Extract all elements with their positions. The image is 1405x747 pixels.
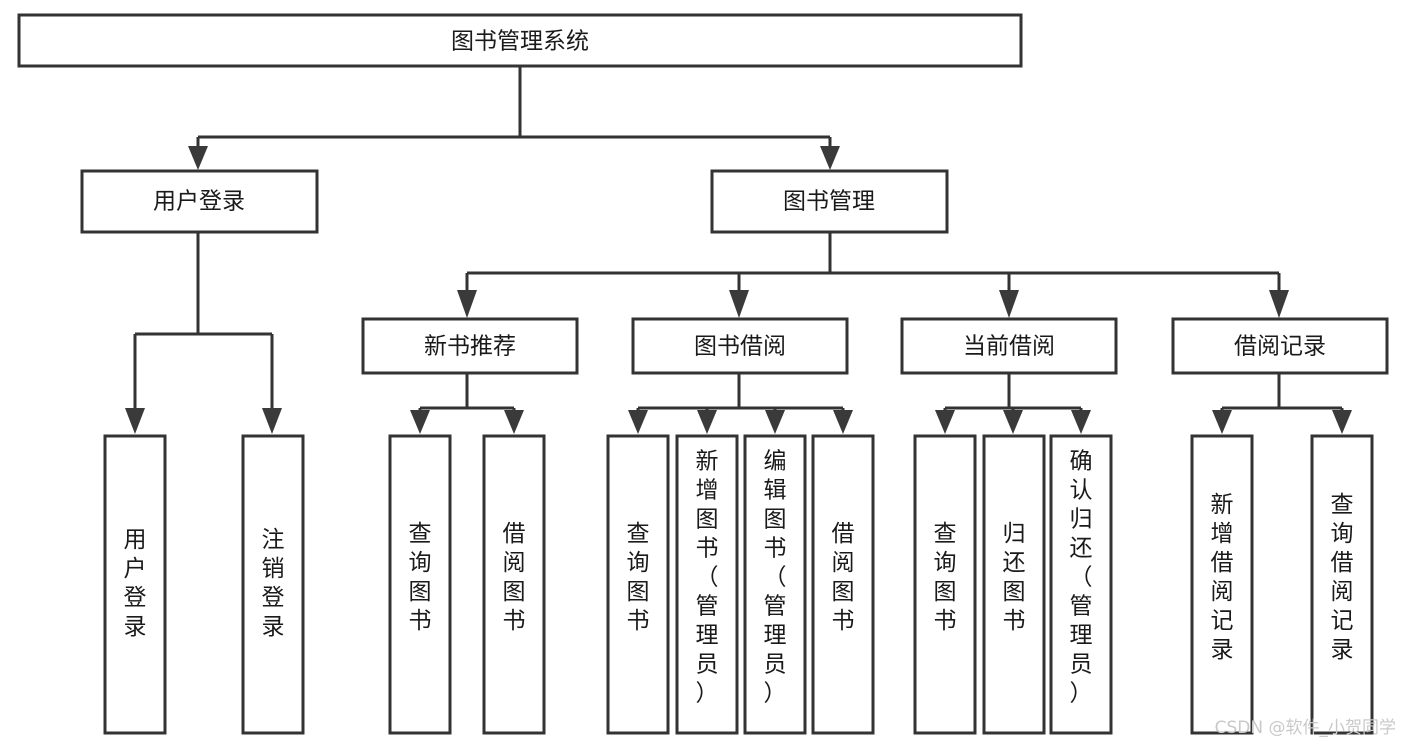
- arrow-head-leaf-user-login: [125, 408, 145, 434]
- leaf-node-borrow-book-2-label: 借阅图书: [832, 521, 855, 634]
- arrow-head-borrow-leaf-4: [833, 410, 853, 434]
- arrow-head-book-borrow: [729, 290, 749, 318]
- node-new-book-recommend-box[interactable]: [361, 317, 579, 375]
- leaf-node-edit-book-admin-box[interactable]: [743, 434, 807, 735]
- leaf-node-user-login[interactable]: 用户登录: [103, 434, 167, 735]
- node-book-borrowing[interactable]: 图书借阅: [631, 317, 849, 375]
- node-book-borrowing-label: 图书借阅: [694, 334, 786, 360]
- node-root-system-box[interactable]: [17, 13, 1023, 68]
- leaf-node-query-borrow-record-box[interactable]: [1310, 434, 1374, 735]
- node-new-book-recommend-label: 新书推荐: [424, 334, 516, 360]
- leaf-node-edit-book-admin[interactable]: 编辑图书（管理员）: [743, 434, 807, 735]
- leaf-node-logout[interactable]: 注销登录: [241, 434, 305, 735]
- leaf-node-add-borrow-record-box[interactable]: [1190, 434, 1254, 735]
- arrow-head-borrow-leaf-1: [628, 410, 648, 434]
- arrow-head-current-borrow: [999, 290, 1019, 318]
- leaf-node-query-book-1-label: 查询图书: [409, 521, 432, 634]
- arrow-head-record-leaf-1: [1212, 410, 1232, 434]
- node-user-login-label: 用户登录: [153, 189, 245, 215]
- leaf-node-query-book-1-box[interactable]: [388, 434, 452, 735]
- leaf-node-confirm-return-admin[interactable]: 确认归还（管理员）: [1049, 434, 1113, 735]
- node-book-management[interactable]: 图书管理: [710, 169, 949, 234]
- node-current-borrowing-box[interactable]: [900, 317, 1118, 375]
- leaf-node-confirm-return-admin-label: 确认归还（管理员）: [1070, 449, 1093, 707]
- leaf-node-logout-box[interactable]: [241, 434, 305, 735]
- arrow-head-newbook-leaf-2: [504, 410, 524, 434]
- node-user-login-box[interactable]: [80, 169, 319, 234]
- leaf-node-query-book-2-label: 查询图书: [627, 521, 650, 634]
- arrow-head-record-leaf-2: [1332, 410, 1352, 434]
- leaf-node-query-book-2-box[interactable]: [606, 434, 670, 735]
- arrow-head-new-book-rec: [457, 290, 477, 318]
- leaf-node-list: 用户登录 注销登录 查询图书 借阅图书 查询图书 新增图书（管理员）: [103, 434, 1374, 735]
- leaf-node-query-borrow-record[interactable]: 查询借阅记录: [1310, 434, 1374, 735]
- csdn-watermark: CSDN @软件_小贺同学: [1215, 718, 1396, 738]
- leaf-node-query-book-3-box[interactable]: [913, 434, 977, 735]
- node-borrow-records-label: 借阅记录: [1234, 334, 1326, 360]
- leaf-node-return-book-label: 归还图书: [1003, 521, 1026, 634]
- arrow-head-borrow-leaf-2: [697, 410, 717, 434]
- leaf-node-borrow-book-2-box[interactable]: [811, 434, 875, 735]
- node-borrow-records[interactable]: 借阅记录: [1171, 317, 1389, 375]
- leaf-node-borrow-book-1-label: 借阅图书: [503, 521, 526, 634]
- leaf-node-query-borrow-record-label: 查询借阅记录: [1331, 492, 1354, 663]
- node-new-book-recommend[interactable]: 新书推荐: [361, 317, 579, 375]
- arrow-head-current-leaf-3: [1071, 410, 1091, 434]
- leaf-node-edit-book-admin-label: 编辑图书（管理员）: [764, 449, 787, 707]
- leaf-node-query-book-3[interactable]: 查询图书: [913, 434, 977, 735]
- arrow-head-current-leaf-2: [1003, 410, 1023, 434]
- node-book-borrowing-box[interactable]: [631, 317, 849, 375]
- leaf-node-add-book-admin-box[interactable]: [675, 434, 739, 735]
- leaf-node-query-book-3-label: 查询图书: [934, 521, 957, 634]
- node-book-management-box[interactable]: [710, 169, 949, 234]
- leaf-node-user-login-label: 用户登录: [124, 527, 147, 640]
- arrow-head-current-leaf-1: [935, 410, 955, 434]
- leaf-node-borrow-book-1-box[interactable]: [482, 434, 546, 735]
- node-root-system-label: 图书管理系统: [451, 29, 589, 55]
- leaf-node-return-book[interactable]: 归还图书: [982, 434, 1046, 735]
- node-borrow-records-box[interactable]: [1171, 317, 1389, 375]
- leaf-node-add-borrow-record-label: 新增借阅记录: [1211, 492, 1234, 663]
- leaf-node-user-login-box[interactable]: [103, 434, 167, 735]
- node-root-system[interactable]: 图书管理系统: [17, 13, 1023, 68]
- arrow-head-user-login: [188, 146, 208, 170]
- connector-layer: [125, 66, 1352, 434]
- arrow-head-book-mgmt: [820, 146, 840, 170]
- node-user-login[interactable]: 用户登录: [80, 169, 319, 234]
- arrow-head-leaf-logout: [262, 408, 282, 434]
- node-current-borrowing-label: 当前借阅: [963, 334, 1055, 360]
- leaf-node-return-book-box[interactable]: [982, 434, 1046, 735]
- leaf-node-confirm-return-admin-box[interactable]: [1049, 434, 1113, 735]
- leaf-node-query-book-2[interactable]: 查询图书: [606, 434, 670, 735]
- arrow-head-newbook-leaf-1: [410, 410, 430, 434]
- leaf-node-add-book-admin[interactable]: 新增图书（管理员）: [675, 434, 739, 735]
- leaf-node-add-book-admin-label: 新增图书（管理员）: [696, 449, 719, 707]
- arrow-head-borrow-record: [1269, 290, 1289, 318]
- leaf-node-add-borrow-record[interactable]: 新增借阅记录: [1190, 434, 1254, 735]
- leaf-node-logout-label: 注销登录: [262, 527, 285, 640]
- leaf-node-query-book-1[interactable]: 查询图书: [388, 434, 452, 735]
- leaf-node-borrow-book-1[interactable]: 借阅图书: [482, 434, 546, 735]
- leaf-node-borrow-book-2[interactable]: 借阅图书: [811, 434, 875, 735]
- node-current-borrowing[interactable]: 当前借阅: [900, 317, 1118, 375]
- arrow-head-borrow-leaf-3: [765, 410, 785, 434]
- node-book-management-label: 图书管理: [783, 189, 875, 215]
